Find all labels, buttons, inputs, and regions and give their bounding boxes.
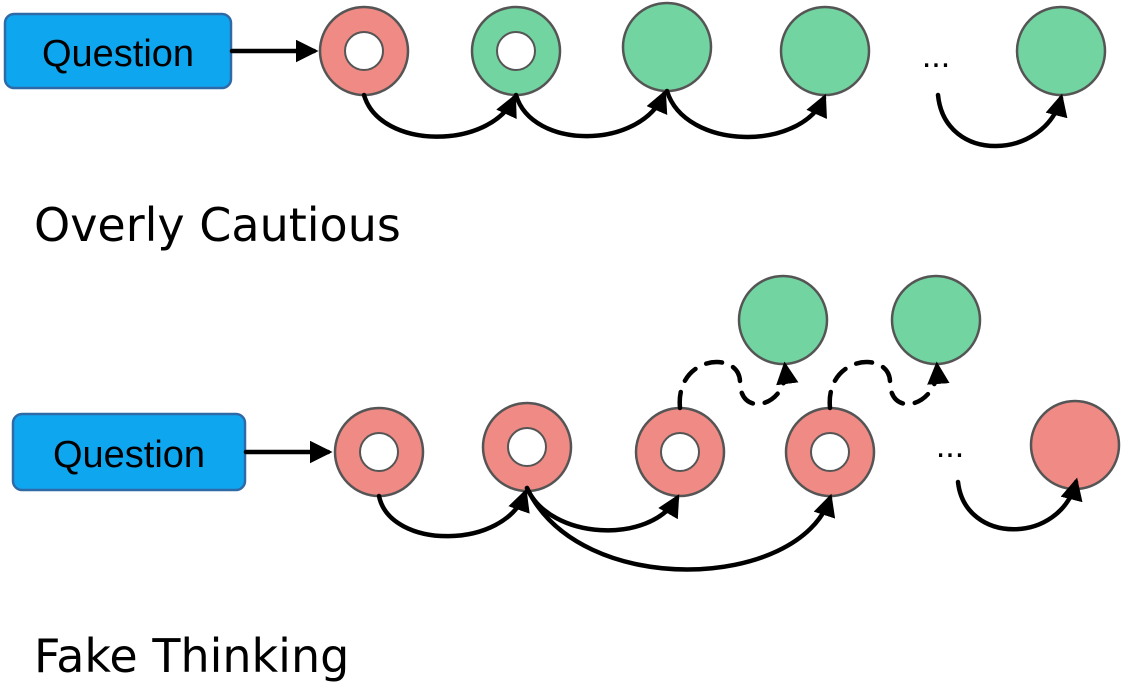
reasoning-node-2 bbox=[470, 5, 562, 97]
reasoning-node-4 bbox=[784, 406, 876, 498]
transition-arrow-2 bbox=[513, 89, 668, 139]
fake-thinking-title: Fake Thinking bbox=[34, 629, 349, 683]
reasoning-node-5 bbox=[1015, 5, 1107, 97]
overly-cautious-diagram: Question ... Overly Cautious bbox=[3, 1, 1107, 252]
reasoning-node-2 bbox=[481, 401, 573, 493]
reasoning-node-1 bbox=[318, 5, 410, 97]
reasoning-node-1 bbox=[333, 406, 425, 498]
question-box: Question bbox=[3, 12, 233, 90]
reasoning-node-3 bbox=[634, 406, 726, 498]
transition-arrow-1 bbox=[361, 92, 517, 139]
reasoning-node-4 bbox=[779, 5, 871, 97]
ellipsis: ... bbox=[936, 427, 964, 465]
transition-arrow-3 bbox=[664, 88, 827, 140]
dashed-branch-arrow-2 bbox=[827, 359, 950, 411]
fake-thinking-diagram: Question ... bbox=[11, 274, 1121, 683]
dashed-branch-arrow-1 bbox=[677, 359, 799, 411]
branch-node-2 bbox=[890, 274, 982, 366]
reasoning-node-3 bbox=[621, 1, 713, 93]
transition-arrow-4 bbox=[935, 92, 1068, 149]
transition-arrow-4 bbox=[955, 477, 1083, 532]
transition-arrow-1 bbox=[376, 488, 530, 539]
transition-arrow-2 bbox=[524, 485, 680, 533]
reasoning-node-5 bbox=[1029, 399, 1121, 491]
branch-node-1 bbox=[737, 274, 829, 366]
question-label: Question bbox=[42, 33, 194, 75]
transition-arrow-3 bbox=[524, 485, 836, 572]
question-box: Question bbox=[11, 412, 247, 492]
ellipsis: ... bbox=[922, 37, 950, 75]
question-label: Question bbox=[53, 434, 205, 476]
overly-cautious-title: Overly Cautious bbox=[34, 198, 401, 252]
